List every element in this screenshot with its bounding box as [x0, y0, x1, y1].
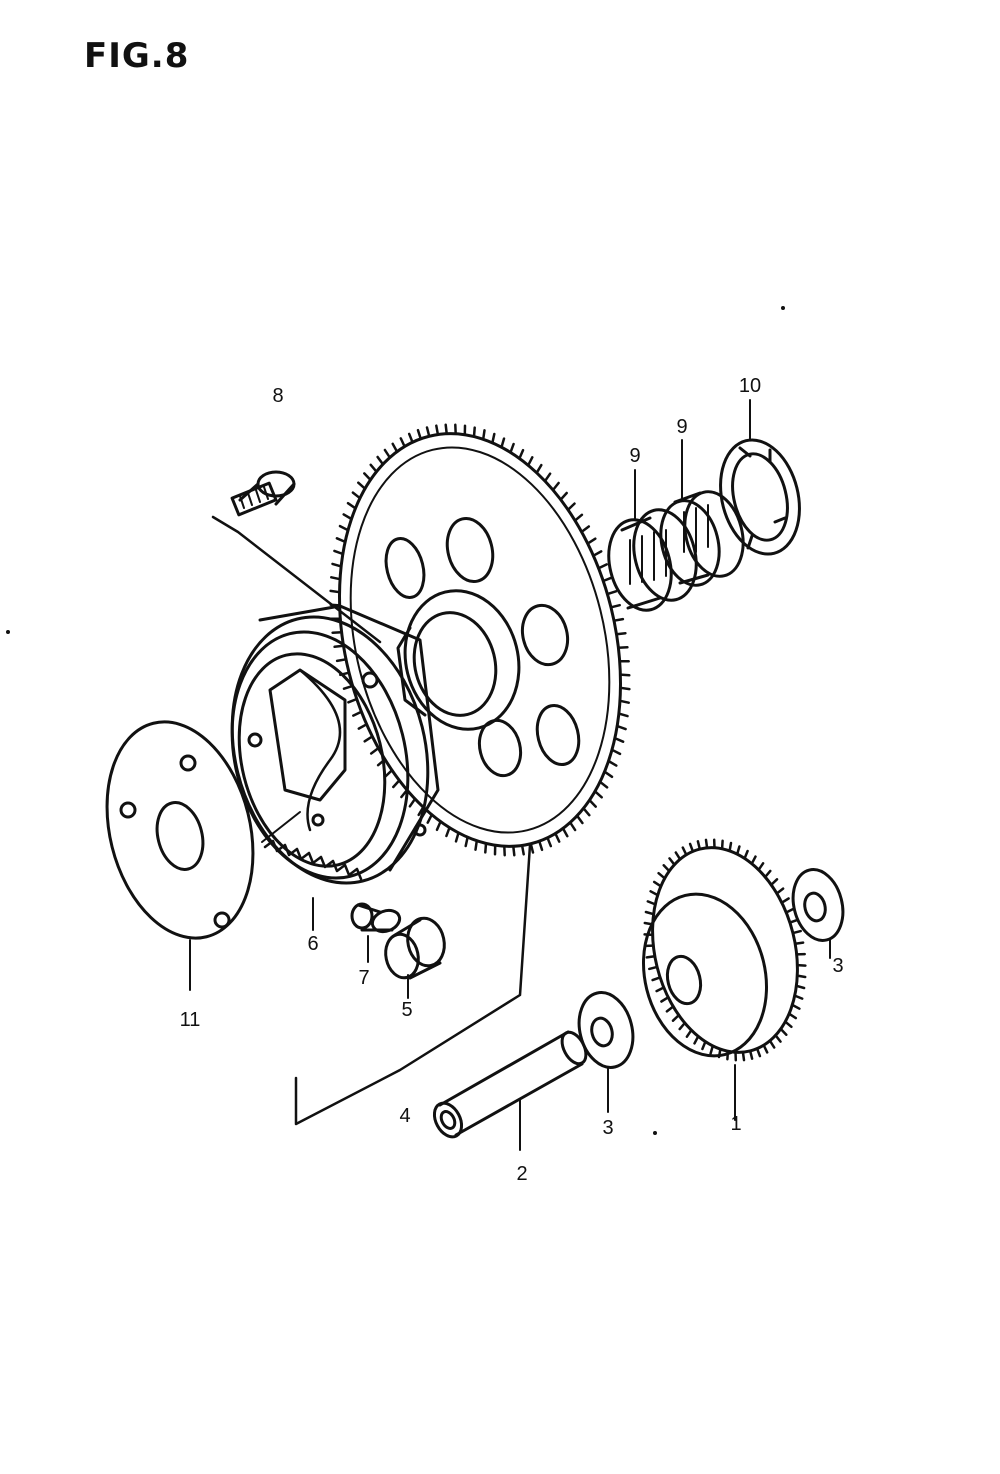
cover-plate-part-11 [105, 720, 255, 991]
bolt-part-8 [230, 470, 296, 517]
washer-part-3-left [577, 991, 635, 1113]
callout-label-7: 7 [358, 967, 369, 989]
callout-labels: 8 9 9 10 11 6 7 5 4 2 3 1 3 [180, 375, 844, 1185]
shaft-part-2 [432, 1030, 588, 1151]
idle-gear-part-1 [641, 838, 807, 1121]
callout-label-1: 1 [730, 1113, 741, 1135]
callout-label-6: 6 [307, 933, 318, 955]
starter-driven-gear [329, 423, 631, 857]
callout-label-3-left: 3 [602, 1117, 613, 1139]
callout-label-8: 8 [272, 385, 283, 407]
callout-label-11: 11 [180, 1009, 201, 1031]
spring-part-6 [261, 811, 363, 931]
needle-bearing-part-9a [607, 469, 698, 612]
callout-label-9a: 9 [629, 445, 640, 467]
callout-label-9b: 9 [676, 416, 687, 438]
thrust-washer-part-10 [719, 399, 801, 556]
figure-title: FIG.8 [84, 36, 190, 76]
pin-part-7 [350, 902, 402, 963]
callout-label-2: 2 [516, 1163, 527, 1185]
roller-part-5 [384, 916, 446, 999]
needle-bearing-part-9b [659, 439, 745, 587]
callout-label-3-right: 3 [832, 955, 843, 977]
washer-part-3-right [791, 868, 845, 959]
callout-label-10: 10 [739, 375, 761, 397]
callout-label-5: 5 [401, 999, 412, 1021]
clutch-body-part-4 [230, 604, 440, 885]
gear-teeth [329, 423, 631, 857]
callout-label-4: 4 [399, 1105, 410, 1127]
gear-teeth [643, 838, 807, 1062]
